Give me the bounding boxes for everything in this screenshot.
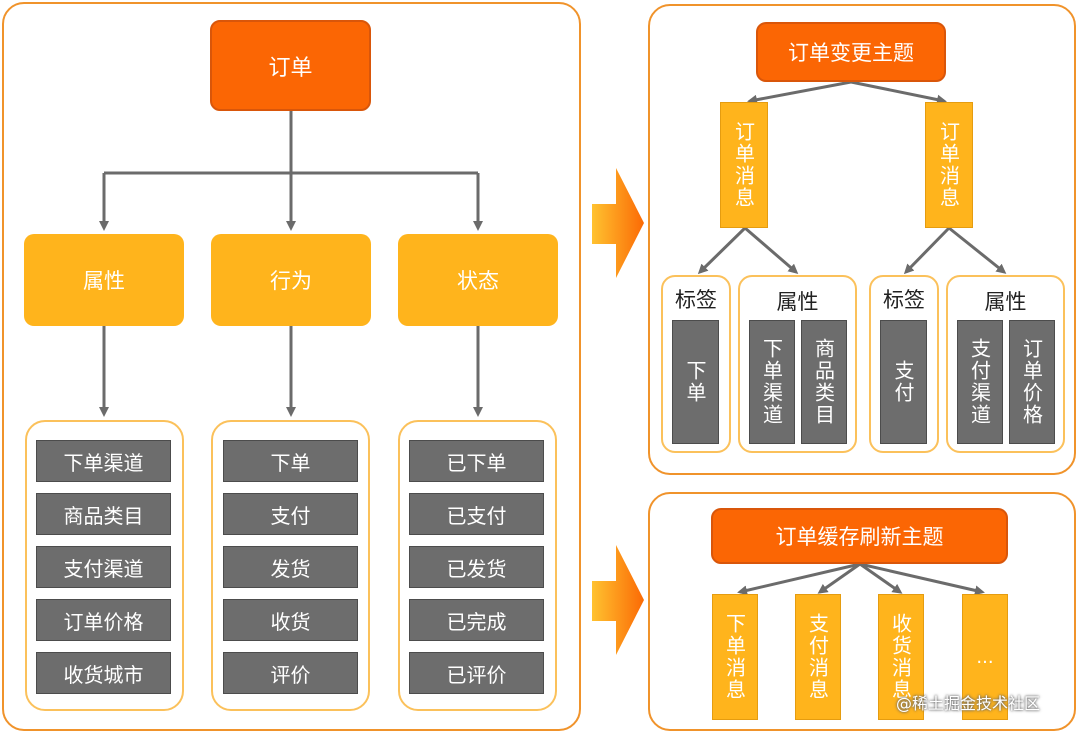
topic-title: 订单变更主题 [788, 41, 914, 65]
list-item: 已评价 [409, 652, 544, 694]
message-label: 支付消息 [805, 613, 830, 701]
category-behavior: 行为 [211, 234, 371, 326]
category-attribute: 属性 [24, 234, 184, 326]
tag-group [661, 275, 731, 453]
attribute-item: 支付渠道 [957, 320, 1003, 444]
list-item: 支付 [223, 493, 358, 535]
list-item: 已支付 [409, 493, 544, 535]
message-label: 订单消息 [731, 121, 756, 209]
attribute-item: 订单价格 [1009, 320, 1055, 444]
message-label: 收货消息 [888, 613, 913, 701]
message-label: ... [976, 646, 994, 668]
message-node: 下单消息 [712, 594, 758, 720]
item-label: 下单渠道 [759, 338, 784, 426]
order-message-node: 订单消息 [925, 102, 973, 228]
order-cache-refresh-topic: 订单缓存刷新主题 [711, 508, 1008, 564]
category-label: 属性 [83, 269, 125, 293]
category-label: 状态 [457, 269, 499, 293]
list-item: 下单渠道 [36, 440, 171, 482]
attribute-group [946, 275, 1065, 453]
group-label: 属性 [776, 290, 819, 314]
list-item: 已完成 [409, 599, 544, 641]
category-label: 行为 [270, 269, 312, 293]
item-label: 订单价格 [1019, 338, 1044, 426]
big-arrow-bottom-icon [592, 545, 644, 655]
top-right-panel [648, 4, 1076, 475]
attribute-group [738, 275, 857, 453]
list-item: 支付渠道 [36, 546, 171, 588]
group-label: 标签 [883, 288, 925, 312]
item-label: 下单 [683, 360, 707, 404]
group-label: 属性 [984, 290, 1027, 314]
order-root-node: 订单 [210, 20, 371, 111]
order-message-node: 订单消息 [720, 102, 768, 228]
list-item: 订单价格 [36, 599, 171, 641]
tag-item: 下单 [672, 320, 719, 444]
behavior-list-group [211, 420, 370, 711]
list-item: 发货 [223, 546, 358, 588]
list-item: 收货城市 [36, 652, 171, 694]
list-item: 评价 [223, 652, 358, 694]
message-node: ... [962, 594, 1008, 720]
list-item: 收货 [223, 599, 358, 641]
attribute-item: 商品类目 [801, 320, 847, 444]
order-root-label: 订单 [268, 55, 313, 81]
message-node: 支付消息 [795, 594, 841, 720]
list-item: 商品类目 [36, 493, 171, 535]
tag-item: 支付 [880, 320, 927, 444]
item-label: 支付 [891, 360, 915, 404]
category-status: 状态 [398, 234, 558, 326]
group-label: 标签 [675, 288, 717, 312]
topic-title: 订单缓存刷新主题 [775, 525, 944, 549]
watermark: @稀土掘金技术社区 [896, 694, 1041, 713]
message-label: 订单消息 [936, 121, 961, 209]
item-label: 商品类目 [811, 338, 836, 426]
list-item: 已发货 [409, 546, 544, 588]
order-change-topic: 订单变更主题 [756, 22, 946, 82]
attribute-list-group [25, 420, 184, 711]
tag-group [869, 275, 939, 453]
status-list-group [398, 420, 557, 711]
list-item: 下单 [223, 440, 358, 482]
message-label: 下单消息 [722, 613, 747, 701]
message-node: 收货消息 [878, 594, 924, 720]
big-arrow-top-icon [592, 168, 644, 278]
item-label: 支付渠道 [967, 338, 992, 426]
attribute-item: 下单渠道 [749, 320, 795, 444]
list-item: 已下单 [409, 440, 544, 482]
